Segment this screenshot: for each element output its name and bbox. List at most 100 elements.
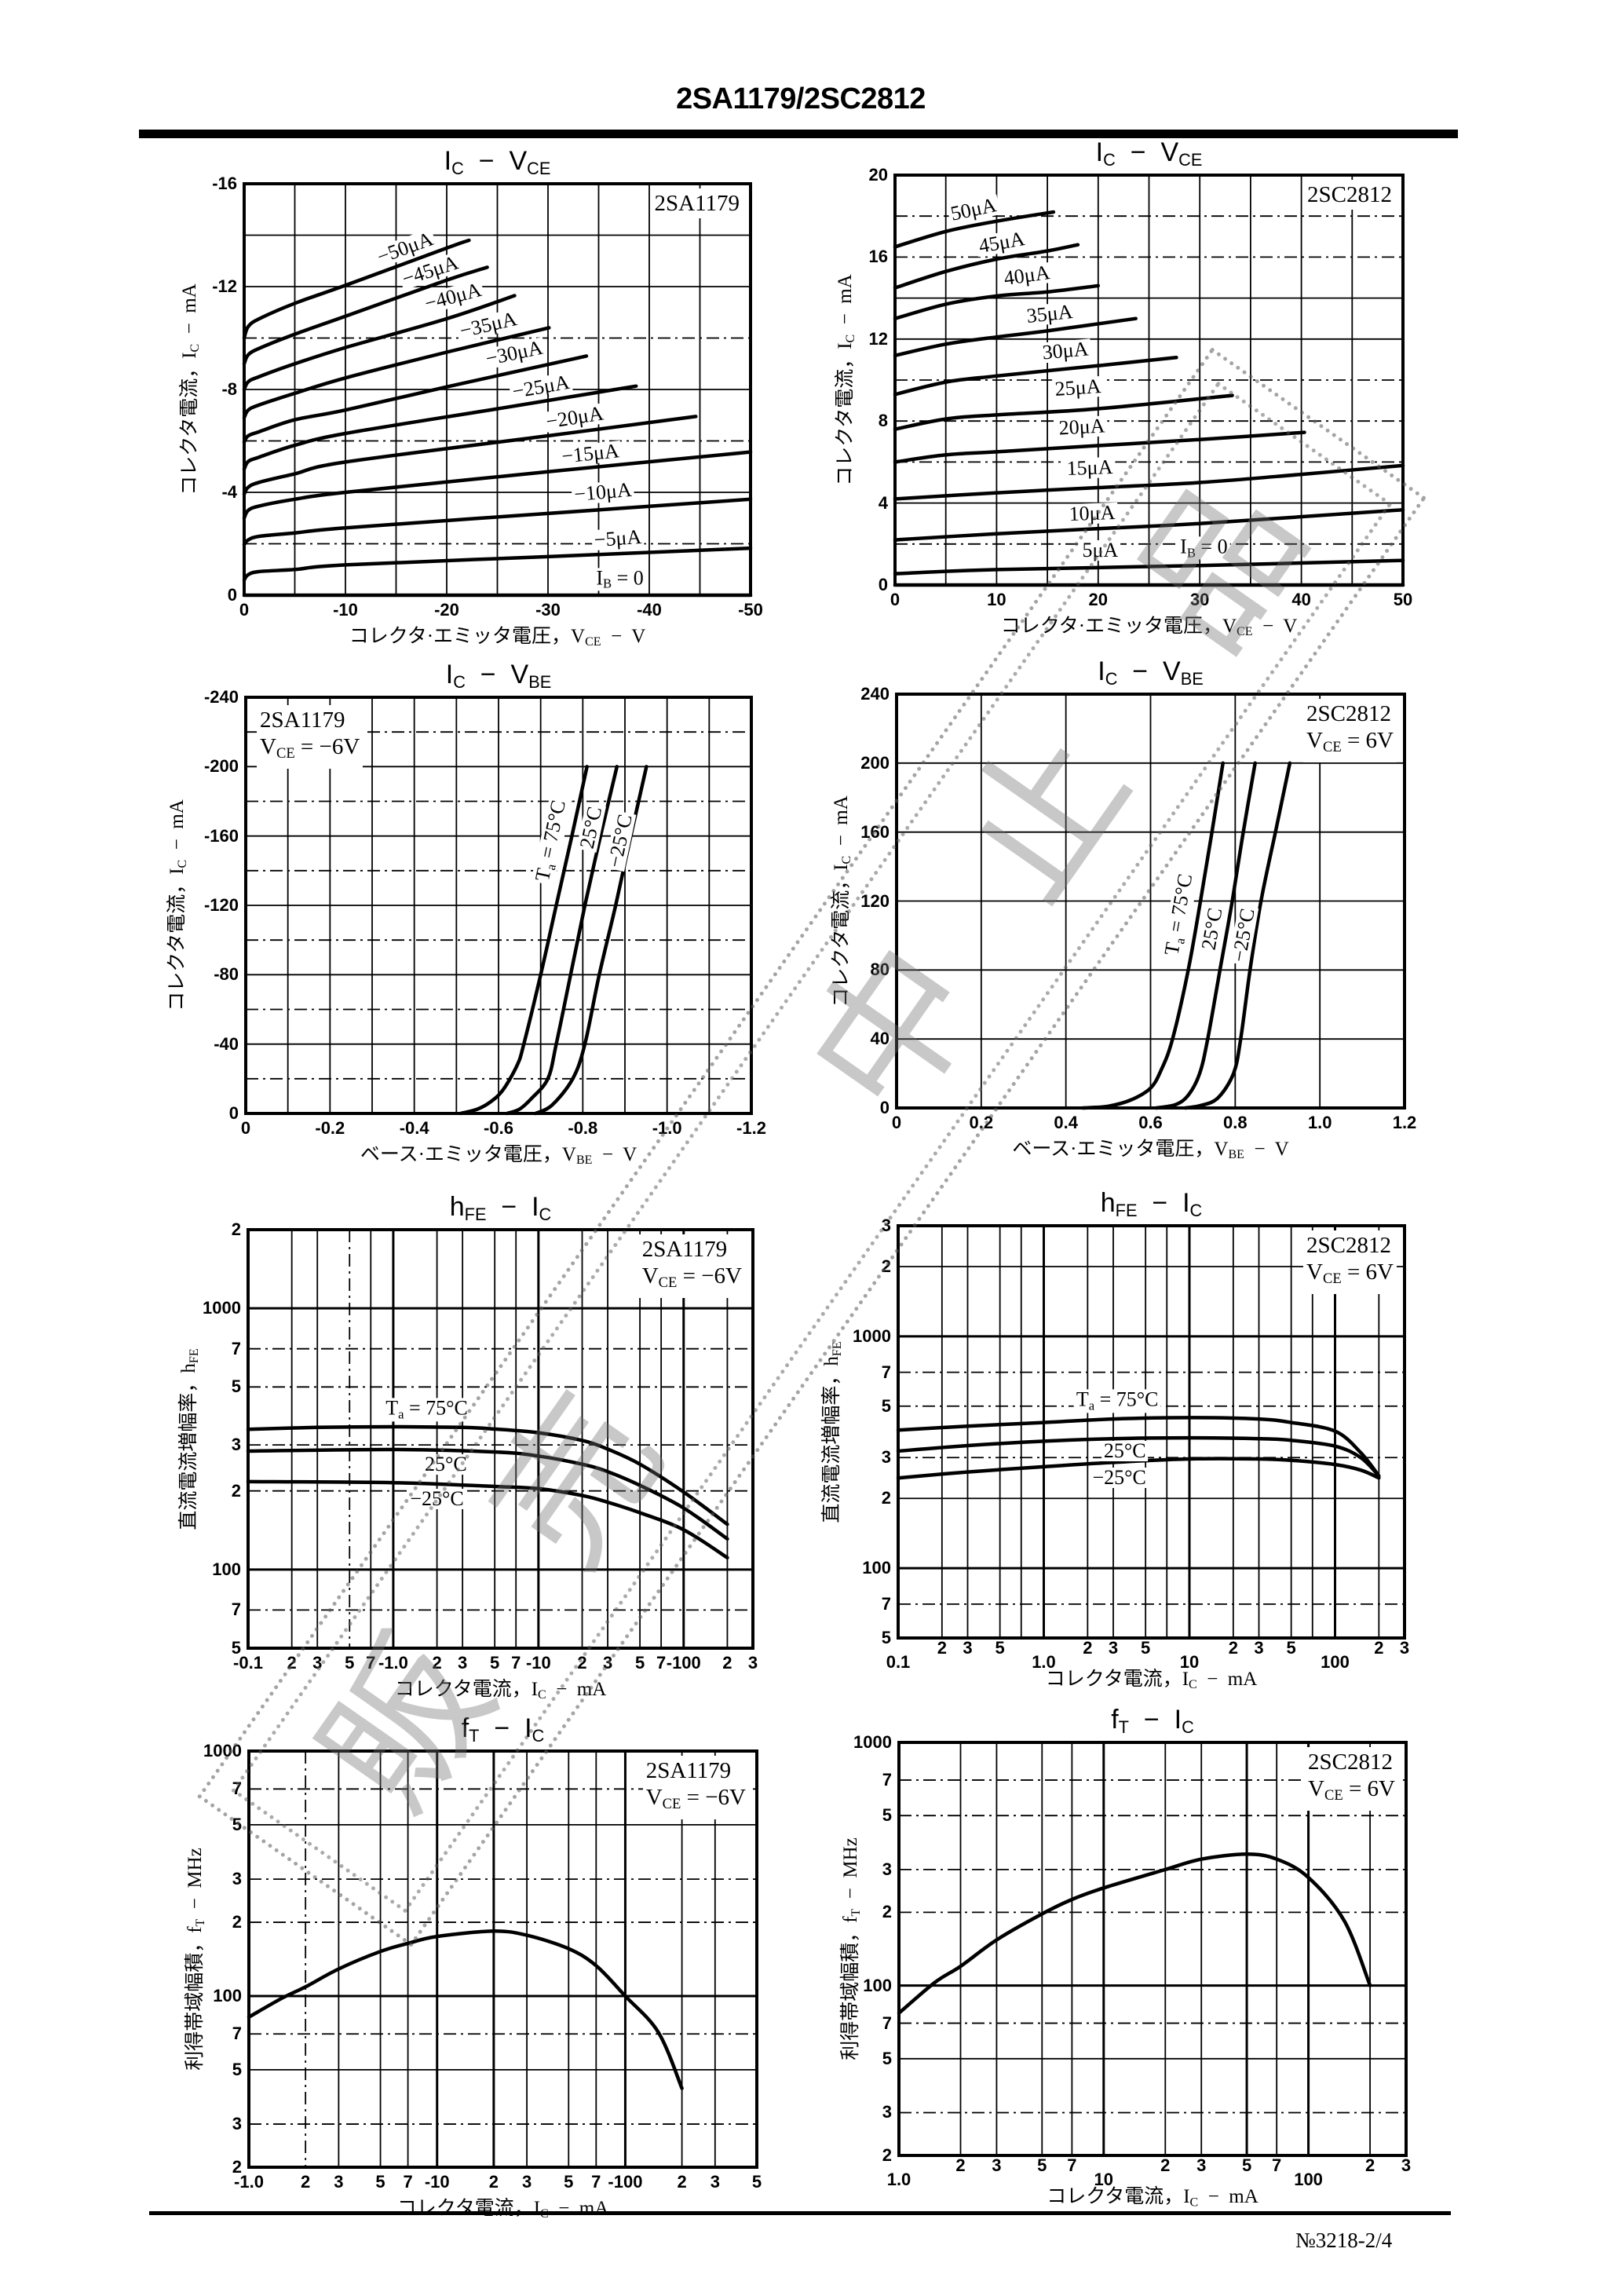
subscript-text: C (451, 159, 464, 179)
text-segment: コレクタ電流，I (178, 352, 200, 495)
x-tick-label: 5 (1241, 2155, 1252, 2175)
y-tick-label: -80 (214, 964, 239, 985)
grid (244, 184, 751, 595)
x-tick-label: -1.2 (736, 1118, 766, 1138)
curve-label: 5μA (1080, 539, 1121, 561)
subscript-text: BE (1228, 1148, 1244, 1162)
y-tick-label: 5 (232, 2059, 242, 2079)
text-segment: V (641, 1263, 659, 1289)
text-segment: −25°C (1092, 1466, 1146, 1490)
x-tick-label: 5 (1037, 2155, 1047, 2175)
text-segment: − (1137, 1188, 1183, 1219)
x-tick-label: 10 (1179, 1652, 1200, 1672)
text-segment: − MHz (839, 1837, 861, 1909)
characteristic-curve (896, 1435, 1381, 1478)
subscript-text: C (453, 672, 466, 693)
subscript-text: C (539, 1205, 552, 1225)
y-axis-label: 直流電流増幅率，hFE (178, 1348, 201, 1530)
subscript-text: B (1186, 545, 1196, 561)
plot-frame (897, 1741, 1408, 2157)
text-segment: 15μA (1066, 455, 1114, 481)
text-segment: − MHz (184, 1848, 206, 1919)
x-tick-label: 3 (458, 1653, 468, 1673)
x-tick-label: 2 (722, 1653, 732, 1673)
curve-label: −5μA (590, 525, 645, 551)
y-tick-label: 2 (232, 2157, 242, 2177)
x-tick-label: 7 (511, 1653, 521, 1673)
x-tick-label: 7 (1272, 2155, 1282, 2175)
annotation-line: VCE = −6V (260, 733, 360, 767)
plot-area (247, 1749, 758, 2169)
subscript-text: a (398, 1406, 404, 1422)
text-segment: V (645, 1785, 663, 1810)
text-segment: 2SC2812 (1306, 1233, 1392, 1258)
y-tick-label: 5 (882, 1805, 892, 1826)
text-segment: 2SA1179 (645, 1758, 732, 1783)
y-axis-label: 利得帯域幅積，fT − MHz (184, 1848, 208, 2071)
annotation-line: 2SC2812 (1306, 1232, 1394, 1259)
curve-label: 25°C (422, 1454, 469, 1475)
characteristic-curve (242, 238, 471, 340)
text-segment: コレクタ電流，I (166, 868, 188, 1011)
x-tick-label: -1.0 (234, 2172, 264, 2192)
subscript-text: BE (1180, 669, 1204, 689)
subscript-text: C (1105, 669, 1118, 689)
characteristic-curve (893, 316, 1138, 357)
y-axis-label: コレクタ電流，IC − mA (178, 283, 202, 495)
text-segment: − mA (166, 799, 188, 860)
characteristic-curve (242, 450, 753, 521)
text-segment: f (1111, 1705, 1119, 1735)
text-segment: = 0 (612, 566, 644, 590)
text-segment: = 6V (1341, 1260, 1394, 1285)
characteristic-curve (242, 265, 489, 366)
x-tick-label: 40 (1291, 590, 1311, 609)
characteristic-curve (893, 283, 1101, 320)
characteristic-curve (1183, 761, 1292, 1110)
characteristic-curve (1154, 761, 1257, 1110)
text-segment: I (524, 1713, 532, 1744)
text-segment: 20μA (1058, 414, 1106, 440)
x-tick-label: 5 (490, 1653, 500, 1673)
y-tick-label: 7 (882, 1769, 892, 1790)
x-tick-label: 3 (1401, 2155, 1412, 2175)
x-tick-label: 3 (1196, 2155, 1207, 2175)
x-tick-label: 7 (656, 1653, 667, 1673)
y-tick-label: -40 (214, 1033, 239, 1054)
x-axis-label: ベース·エミッタ電圧，VBE − V (897, 1139, 1405, 1161)
text-segment: コレクタ電流，I (834, 342, 856, 486)
subscript-text: T (194, 1918, 208, 1927)
y-tick-label: 5 (231, 1638, 241, 1658)
text-segment: V (510, 660, 529, 690)
subscript-text: T (469, 1726, 480, 1746)
x-tick-label: 2 (577, 1653, 587, 1673)
text-segment: I (596, 566, 604, 590)
x-tick-label: -100 (666, 1653, 701, 1673)
subscript-text: C (840, 855, 854, 864)
x-tick-label: 3 (747, 1653, 758, 1673)
text-segment: 利得帯域幅積，f (184, 1926, 206, 2071)
characteristic-curve (242, 354, 589, 444)
text-segment: − mA (1196, 1669, 1258, 1690)
x-tick-label: 20 (1088, 590, 1109, 609)
x-tick-label: 10 (1094, 2170, 1114, 2189)
x-tick-label: -0.4 (399, 1118, 429, 1138)
x-tick-label: 3 (1108, 1638, 1119, 1658)
x-tick-label: 2 (432, 1653, 442, 1673)
y-axis-label: コレクタ電流，IC − mA (166, 799, 189, 1011)
y-tick-label: -160 (203, 825, 239, 846)
subscript-text: CE (1324, 1787, 1343, 1804)
x-tick-label: 5 (375, 2172, 385, 2192)
y-tick-label: 1000 (203, 1298, 241, 1318)
text-segment: f (461, 1713, 469, 1744)
x-tick-label: 3 (334, 2172, 344, 2192)
x-tick-label: 0.6 (1138, 1113, 1163, 1132)
y-tick-label: 100 (863, 1975, 892, 1995)
x-tick-label: 0.4 (1054, 1113, 1078, 1132)
text-segment: = 6V (1341, 728, 1394, 753)
y-tick-label: 7 (881, 1593, 891, 1614)
